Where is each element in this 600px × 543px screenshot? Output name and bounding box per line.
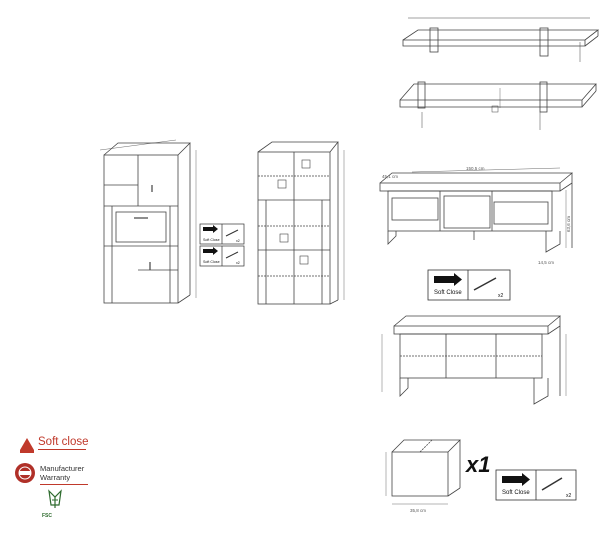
- manufacturer-warranty-icon: [15, 463, 35, 483]
- soft-close-badge-cabinet-bottom: Soft Close x2: [199, 245, 245, 267]
- soft-close-badge-tv: Soft Close x2: [427, 269, 511, 301]
- tall-cabinet-drawing: [99, 139, 197, 304]
- fsc-label: FSC: [42, 513, 52, 519]
- soft-close-badge-drawer: Soft Close x2: [495, 469, 577, 501]
- soft-close-badge-label: Soft Close: [434, 290, 462, 296]
- mw-line2: Warranty: [40, 473, 71, 482]
- soft-close-badge-qty: x2: [566, 493, 572, 499]
- drawer-quantity-label: x1: [466, 452, 491, 477]
- tv-leg-label: 14,5 cm: [538, 260, 554, 265]
- wall-shelf-drawing: [402, 17, 600, 62]
- drawer-width-label: 35,8 cm: [410, 508, 426, 513]
- soft-close-underline: [38, 449, 86, 450]
- drawer-module-drawing: [385, 439, 461, 505]
- tall-cabinet-open-drawing: [257, 141, 345, 305]
- soft-close-badge-qty: x2: [236, 261, 240, 265]
- manufacturer-warranty-label: Manufacturer Warranty: [40, 464, 84, 482]
- tv-width-label: 150,5 cm: [466, 166, 485, 171]
- soft-close-badge-label: Soft Close: [203, 238, 220, 242]
- soft-close-icon: [20, 438, 34, 453]
- fsc-logo: [48, 489, 62, 508]
- soft-close-badge-qty: x2: [498, 293, 504, 299]
- tv-height-label: 63,6 cm: [566, 216, 571, 232]
- soft-close-badge-cabinet-top: Soft Close x2: [199, 223, 245, 245]
- soft-close-legend-label: Soft close: [38, 436, 89, 448]
- mw-line1: Manufacturer: [40, 464, 85, 473]
- soft-close-badge-qty: x2: [236, 239, 240, 243]
- tv-cabinet-open-drawing: [381, 315, 567, 405]
- tv-depth-label: 45,1 cm: [382, 174, 398, 179]
- wall-shelf-dimension-drawing: [399, 81, 597, 130]
- soft-close-badge-label: Soft Close: [502, 490, 530, 496]
- warranty-underline: [40, 484, 88, 485]
- soft-close-badge-label: Soft Close: [203, 260, 220, 264]
- tv-cabinet-drawing: [379, 167, 574, 253]
